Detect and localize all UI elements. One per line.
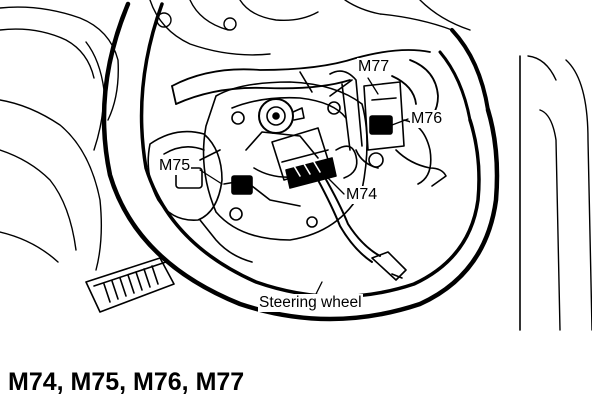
label-steering-wheel: Steering wheel [258, 294, 363, 312]
center-connector-assembly [271, 127, 407, 281]
label-m74: M74 [345, 186, 379, 204]
figure-caption: M74, M75, M76, M77 [8, 368, 245, 396]
left-switch-assembly [147, 130, 301, 263]
label-m75: M75 [158, 157, 192, 175]
leader-lines [199, 77, 409, 295]
right-switch-assembly [329, 70, 447, 187]
label-m77: M77 [357, 58, 391, 76]
column-trim-panel [85, 257, 175, 313]
upper-spoke [171, 49, 439, 127]
label-m76: M76 [410, 110, 444, 128]
steering-hub [199, 71, 368, 241]
steering-wheel-illustration [0, 0, 592, 331]
